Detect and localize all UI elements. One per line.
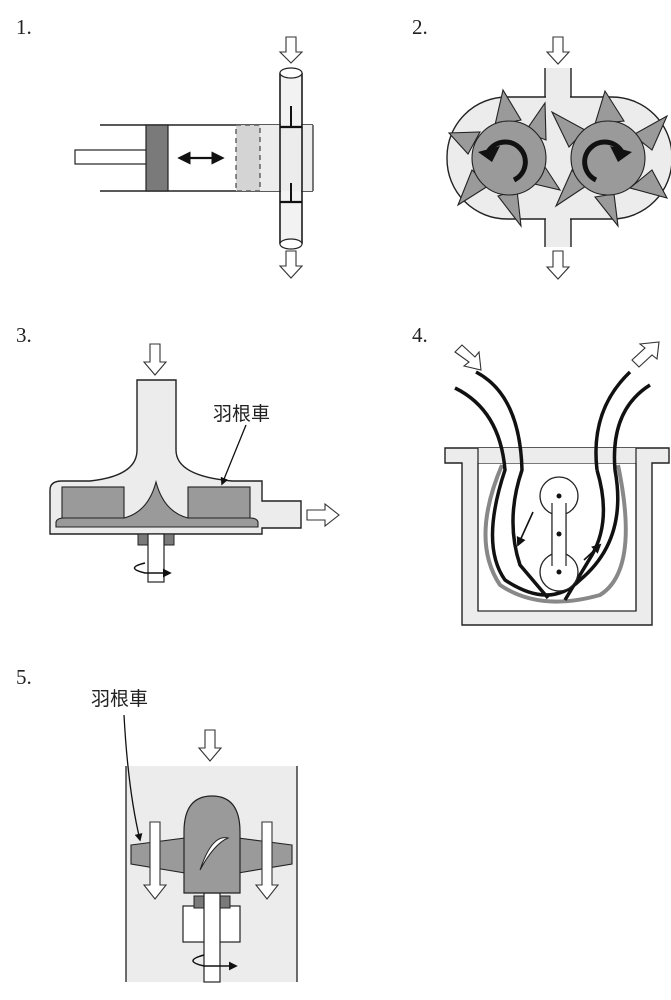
motion-arrow-left [516, 511, 534, 547]
flow-out-arrow [278, 250, 304, 279]
shaft-rotation-arrow [133, 562, 172, 578]
axial-rotation-arrow [192, 954, 238, 971]
pump-shaft [147, 533, 165, 583]
panel-2-number: 2. [412, 15, 428, 39]
tube-flow-out-arrow [631, 341, 660, 368]
gear-flow-out-arrow [545, 250, 571, 280]
panel-4-number: 4. [412, 323, 428, 347]
panel-1-number: 1. [16, 15, 32, 39]
left-gear-hub [471, 120, 547, 196]
piston-rod [74, 149, 148, 165]
flexible-tube [454, 383, 651, 597]
tube-flow-in-arrow [454, 344, 482, 371]
axial-impeller-label: 羽根車 [91, 688, 148, 710]
right-rotation-arrow [582, 139, 625, 183]
panel-3-number: 3. [16, 323, 32, 347]
tube-channel [483, 464, 628, 604]
axial-impeller-leader-line [123, 714, 143, 842]
impeller-blade-right [187, 486, 251, 523]
motion-arrow-right [583, 543, 602, 561]
axial-flow-arrow-left [142, 821, 168, 900]
panel-3-centrifugal-pump: 3. 羽根車 [16, 323, 340, 583]
panel-2-gear-pump: 2. [412, 15, 671, 280]
panel-1-piston-pump: 1. [16, 15, 314, 279]
impeller-blade-left [61, 486, 125, 523]
impeller-leader-line [220, 424, 247, 486]
impeller-hub [55, 479, 259, 528]
axial-shaft [203, 892, 221, 983]
blade-profile [199, 837, 230, 871]
axial-flow-arrow-right [254, 821, 280, 900]
centrifugal-flow-in-arrow [142, 343, 168, 376]
right-gear-hub [570, 120, 646, 196]
centrifugal-flow-out-arrow [306, 502, 340, 528]
axial-flow-in-arrow [197, 729, 223, 762]
impeller-label: 羽根車 [213, 403, 270, 425]
piston [145, 124, 169, 192]
left-rotation-arrow [485, 139, 528, 183]
panel-5-axial-pump: 5. 羽根車 [16, 665, 298, 983]
piston-stroke-position [235, 124, 261, 192]
left-gear [447, 88, 562, 228]
gear-flow-in-arrow [545, 36, 571, 65]
flow-in-arrow [278, 36, 304, 64]
panel-4-peristaltic-pump: 4. [412, 323, 670, 626]
panel-5-number: 5. [16, 665, 32, 689]
